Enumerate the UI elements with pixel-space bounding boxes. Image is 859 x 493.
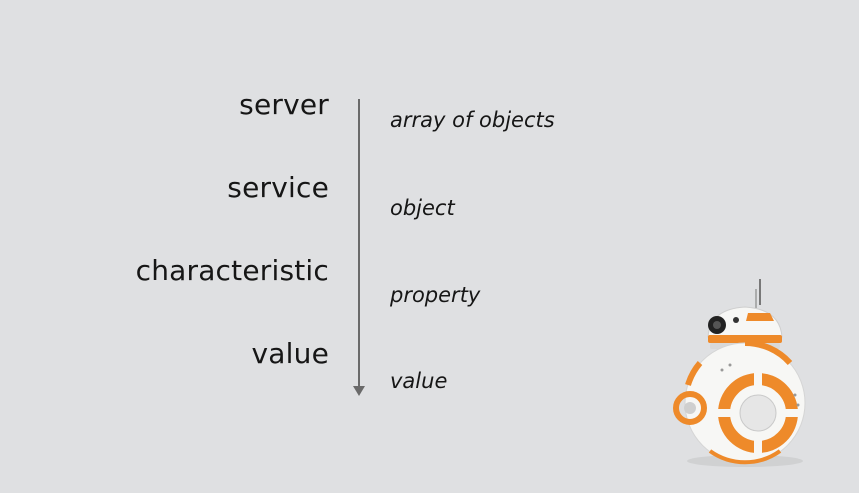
bb8-robot-icon: [673, 279, 806, 467]
term-server: server: [239, 88, 329, 121]
term-value: value: [251, 337, 329, 370]
term-characteristic: characteristic: [135, 254, 329, 287]
mapping-array-of-objects: array of objects: [390, 108, 555, 132]
arrow-head-icon: [353, 386, 365, 396]
term-service: service: [227, 171, 329, 204]
mapping-object: object: [390, 196, 455, 220]
down-arrow-icon: [358, 99, 360, 389]
mapping-property: property: [390, 283, 481, 307]
mapping-value: value: [390, 369, 448, 393]
